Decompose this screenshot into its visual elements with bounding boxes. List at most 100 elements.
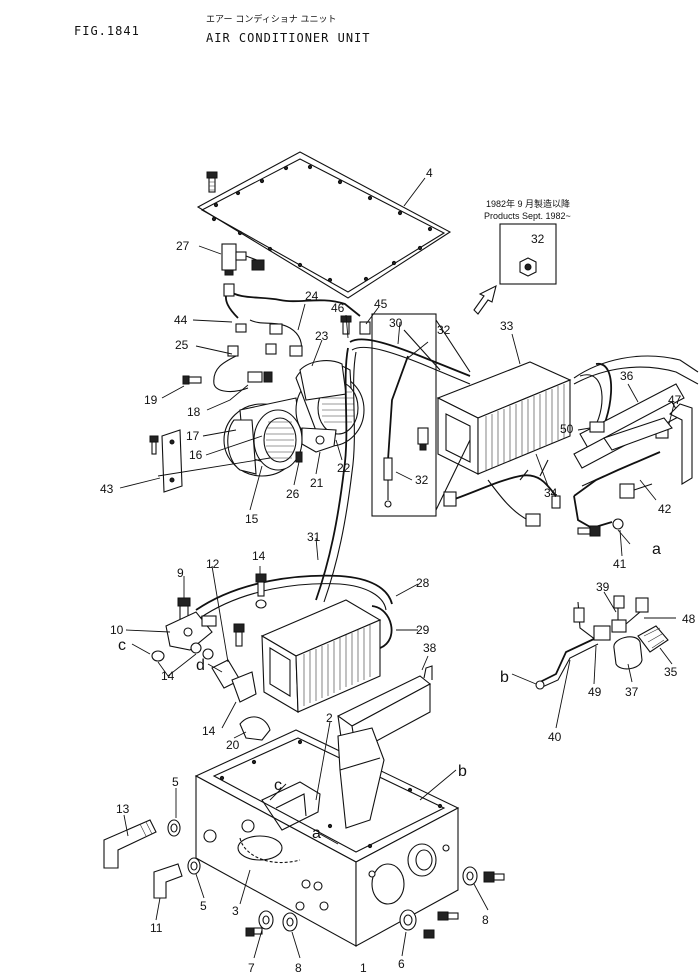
part-21-motor-bracket (301, 427, 337, 475)
bolt-mid (233, 623, 245, 647)
callout-8a: 8 (295, 961, 302, 975)
part-screw-lower-right (577, 525, 601, 537)
part-18-clip (206, 371, 273, 411)
callout-43: 43 (100, 482, 114, 496)
part-32-connector (417, 427, 429, 451)
figure-title: AIR CONDITIONER UNIT (206, 31, 371, 45)
part-37-filter (613, 636, 643, 683)
callout-10: 10 (110, 623, 124, 637)
note-en: Products Sept. 1982~ (484, 211, 571, 221)
callout-25: 25 (175, 338, 189, 352)
inset-32-nut-box (473, 223, 557, 315)
callout-12: 12 (206, 557, 220, 571)
callout-49: 49 (588, 685, 602, 699)
callout-30: 30 (389, 316, 403, 330)
callout-29: 29 (416, 623, 430, 637)
letter-b-box: b (458, 763, 467, 780)
part-40-pipe (535, 637, 599, 729)
part-31-pipe (315, 347, 357, 603)
letter-a-box: a (312, 825, 321, 842)
callout-31: 31 (307, 530, 321, 544)
part-3-duct (239, 837, 301, 905)
callout-44: 44 (174, 313, 188, 327)
part-41-pipe (573, 451, 661, 557)
part-4-cover-plate (196, 151, 452, 299)
callout-numbers: 4 27 32 24 46 45 30 32 33 44 23 25 36 19… (100, 166, 696, 975)
part-28-hose (195, 574, 419, 619)
part-11-drain-hose (153, 863, 183, 921)
callout-15: 15 (245, 512, 259, 526)
callout-28: 28 (416, 576, 430, 590)
part-19-screw (161, 375, 202, 399)
callout-14c: 14 (202, 724, 216, 738)
callout-36: 36 (620, 369, 634, 383)
callout-34: 34 (544, 486, 558, 500)
callout-35: 35 (664, 665, 678, 679)
part-23-motor (299, 339, 347, 401)
callout-48: 48 (682, 612, 696, 626)
callout-5a: 5 (172, 775, 179, 789)
part-46-bolt (340, 314, 352, 339)
callout-42: 42 (658, 502, 672, 516)
part-27-switch (198, 243, 265, 276)
callout-18: 18 (187, 405, 201, 419)
callout-16: 16 (189, 448, 203, 462)
connection-leaders (131, 529, 631, 845)
callout-9: 9 (177, 566, 184, 580)
production-note: 1982年 9 月製造以降 Products Sept. 1982~ (484, 198, 571, 221)
callout-24: 24 (305, 289, 319, 303)
callout-17: 17 (186, 429, 200, 443)
callout-4: 4 (426, 166, 433, 180)
callout-27: 27 (176, 239, 190, 253)
callout-32c: 32 (415, 473, 429, 487)
callout-41: 41 (613, 557, 627, 571)
connection-letters: a a b b c c d (118, 541, 661, 842)
letter-b-right: b (500, 669, 509, 686)
letter-c-left: c (118, 637, 126, 654)
screw-lower (437, 911, 459, 921)
callout-50: 50 (560, 422, 574, 436)
part-14-bolt-upper (255, 566, 267, 609)
part-6-plug (399, 909, 435, 957)
part-8-grommet-right (462, 866, 505, 911)
part-5-grommet-lower (187, 857, 205, 899)
title-japanese: エアー コンディショナ ユニット (206, 15, 337, 25)
letter-d: d (196, 657, 205, 674)
callout-32: 32 (531, 232, 545, 246)
part-1-unit-case (194, 721, 460, 947)
callout-1: 1 (360, 961, 367, 975)
callout-5b: 5 (200, 899, 207, 913)
part-49-fitting (573, 601, 597, 685)
callout-40: 40 (548, 730, 562, 744)
inset-32-sensor-box (371, 313, 471, 517)
callout-14b: 14 (161, 669, 175, 683)
note-jp: 1982年 9 月製造以降 (486, 198, 570, 209)
part-42-pipe-bracket (603, 417, 673, 501)
part-8-grommet-left (282, 912, 301, 959)
callout-23: 23 (315, 329, 329, 343)
part-10-valve-block (125, 611, 217, 651)
callout-6: 6 (398, 957, 405, 971)
part-14-clamp (221, 671, 257, 729)
part-50-fitting (577, 421, 605, 433)
callout-37: 37 (625, 685, 639, 699)
part-7-grommet (245, 910, 274, 959)
part-45-clamp (359, 307, 379, 335)
callout-19: 19 (144, 393, 158, 407)
callout-26: 26 (286, 487, 300, 501)
part-17-fan-housing-half (202, 419, 263, 475)
bolt-icon (206, 171, 218, 193)
part-20-bracket (233, 716, 271, 741)
callout-14a: 14 (252, 549, 266, 563)
callout-39: 39 (596, 580, 610, 594)
letter-a-right: a (652, 541, 661, 558)
callout-46: 46 (331, 301, 345, 315)
part-14-o-ring-left (151, 642, 214, 677)
figure-number: FIG.1841 (74, 24, 140, 38)
callout-8b: 8 (482, 913, 489, 927)
letter-c-box: c (274, 777, 282, 794)
part-24-wiring-harness (192, 283, 361, 393)
part-39-valve (593, 591, 649, 641)
callout-7: 7 (248, 961, 255, 975)
